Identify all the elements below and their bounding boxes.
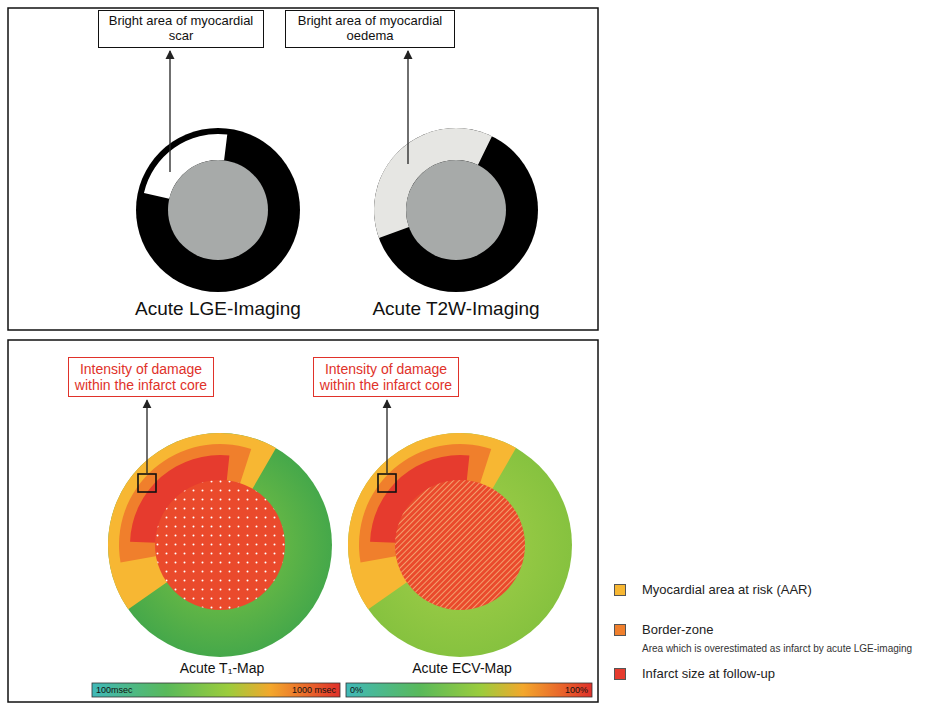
t1-map-heart xyxy=(108,433,332,657)
infarct-center-texture xyxy=(155,480,285,610)
scale-value: 1000 msec xyxy=(216,685,336,695)
blood-pool xyxy=(406,160,506,260)
infarct-center-texture xyxy=(395,480,525,610)
scale-value: 100msec xyxy=(96,685,133,695)
image-caption: Acute T2W-Imaging xyxy=(306,298,606,320)
image-caption: Acute ECV-Map xyxy=(312,660,612,676)
callout-text: Bright area of myocardial oedema xyxy=(291,14,449,44)
legend-entry: Myocardial area at risk (AAR) xyxy=(614,583,920,599)
leader-line xyxy=(407,51,408,164)
legend-swatch xyxy=(614,624,626,636)
legend-entry: Infarct size at follow-up xyxy=(614,667,920,683)
blood-pool xyxy=(168,160,268,260)
roi-square xyxy=(138,474,156,492)
callout-text: Bright area of myocardial scar xyxy=(104,14,258,44)
color-bar xyxy=(346,683,592,697)
leader-line xyxy=(146,400,147,473)
legend-swatch xyxy=(614,584,626,596)
callout-box: Bright area of myocardial oedema xyxy=(285,10,455,48)
color-bar xyxy=(92,683,340,697)
callout-text: Intensity of damage within the infarct c… xyxy=(319,361,453,393)
legend-swatch xyxy=(614,668,626,680)
t2w-heart xyxy=(374,128,538,292)
legend-text: Myocardial area at risk (AAR) xyxy=(642,583,812,598)
ecv-map-heart xyxy=(348,433,572,657)
legend-text: Infarct size at follow-up xyxy=(642,667,775,682)
scale-value: 0% xyxy=(350,685,363,695)
callout-box: Bright area of myocardial scar xyxy=(98,10,264,48)
legend-text: Border-zone xyxy=(642,623,714,638)
legend-entry: Border-zone xyxy=(614,623,920,639)
infarct-center xyxy=(155,480,285,610)
panel-frame xyxy=(8,8,598,330)
panel-frame xyxy=(8,340,598,702)
image-caption: Acute T₁-Map xyxy=(72,660,372,676)
scale-value: 100% xyxy=(468,685,588,695)
leader-line xyxy=(169,51,170,172)
callout-box: Intensity of damage within the infarct c… xyxy=(68,357,214,397)
legend-note: Area which is overestimated as infarct b… xyxy=(642,643,922,655)
infarct-center xyxy=(395,480,525,610)
lge-heart xyxy=(136,128,300,292)
callout-text: Intensity of damage within the infarct c… xyxy=(74,361,208,393)
leader-line xyxy=(386,400,387,473)
callout-box: Intensity of damage within the infarct c… xyxy=(313,357,459,397)
roi-square xyxy=(378,474,396,492)
image-caption: Acute LGE-Imaging xyxy=(68,298,368,320)
